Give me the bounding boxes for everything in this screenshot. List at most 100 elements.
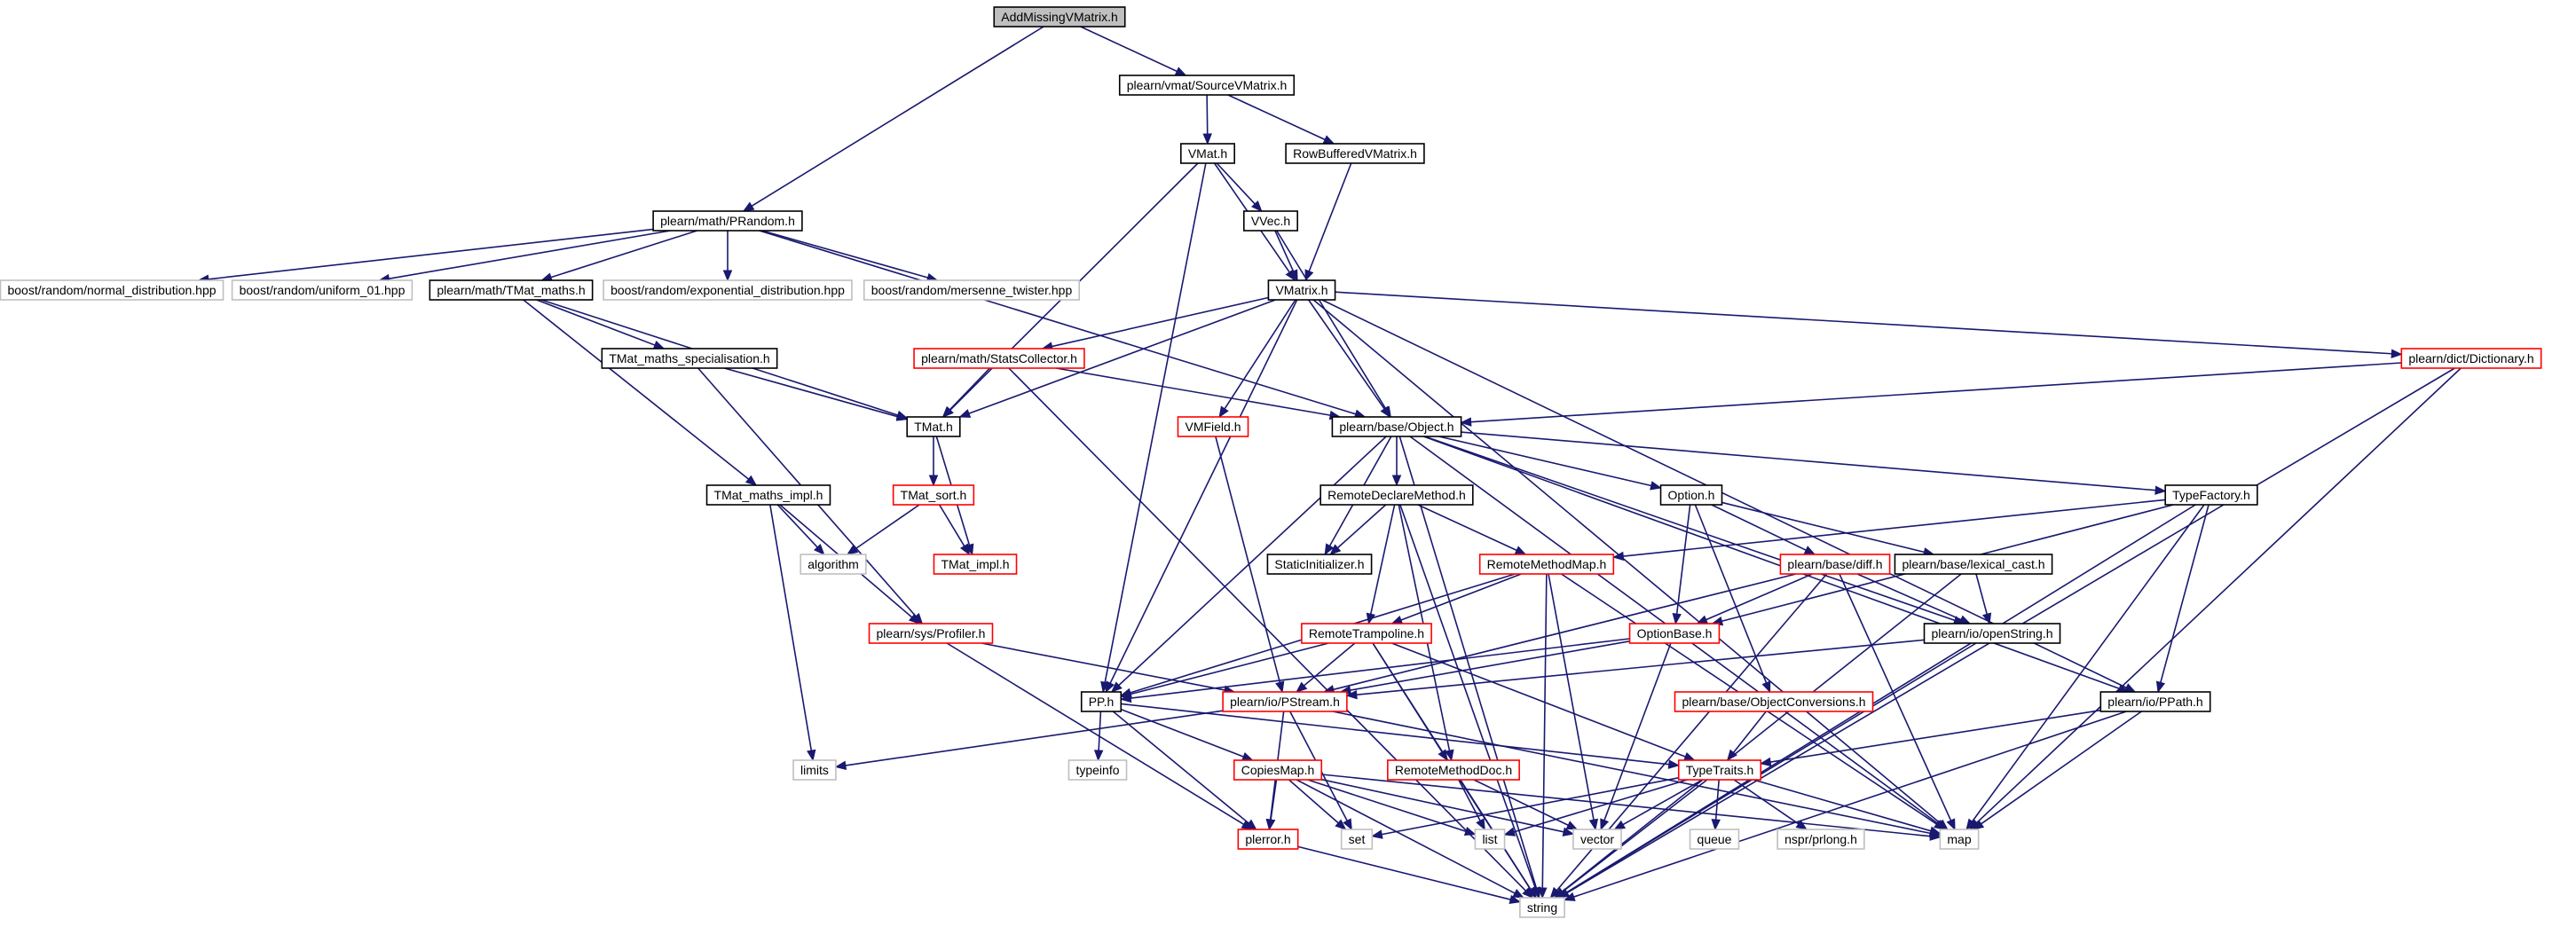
edge-option-to-objconv	[1694, 504, 1771, 694]
node-box	[1776, 829, 1865, 850]
node-box	[1779, 554, 1891, 575]
node-box	[1478, 554, 1615, 575]
node-tmat[interactable]: TMat.h	[906, 416, 961, 437]
edge-ppath-to-string	[1563, 711, 2127, 901]
node-algorithm: algorithm	[800, 554, 867, 575]
node-vmat[interactable]: VMat.h	[1180, 143, 1235, 164]
edge-vmatrix-to-tmat	[958, 299, 1276, 418]
node-box	[913, 348, 1085, 369]
node-label: OptionBase.h	[1637, 626, 1713, 640]
node-label: TypeTraits.h	[1686, 763, 1754, 777]
node-label: set	[1349, 832, 1366, 846]
node-list: list	[1474, 829, 1506, 850]
edge-typetraits-to-queue	[1711, 779, 1721, 831]
edge-tmat_spec-to-tmat	[724, 367, 909, 421]
node-remotetrampoline[interactable]: RemoteTrampoline.h	[1301, 623, 1432, 644]
edge-remotemethodmap-to-string	[1538, 573, 1548, 900]
node-box	[429, 279, 594, 301]
node-label: nspr/prlong.h	[1784, 832, 1857, 846]
node-optionbase[interactable]: OptionBase.h	[1628, 623, 1721, 644]
node-label: plearn/math/TMat_maths.h	[437, 283, 585, 297]
node-box	[1519, 897, 1565, 918]
node-objconv[interactable]: plearn/base/ObjectConversions.h	[1674, 691, 1874, 712]
node-object[interactable]: plearn/base/Object.h	[1331, 416, 1462, 437]
node-staticinit[interactable]: StaticInitializer.h	[1266, 554, 1373, 575]
edge-objconv-to-typetraits	[1726, 711, 1767, 762]
node-ppath[interactable]: plearn/io/PPath.h	[2099, 691, 2211, 712]
node-profiler[interactable]: plearn/sys/Profiler.h	[868, 623, 994, 644]
edge-option-to-diff	[1711, 504, 1816, 555]
node-box	[1180, 143, 1235, 164]
node-statscollector[interactable]: plearn/math/StatsCollector.h	[913, 348, 1085, 369]
edge-diff-to-map	[1839, 573, 1956, 831]
node-vector: vector	[1572, 829, 1622, 850]
node-sourcevmatrix[interactable]: plearn/vmat/SourceVMatrix.h	[1118, 75, 1296, 96]
node-box	[2400, 348, 2542, 369]
node-vmatrix[interactable]: VMatrix.h	[1267, 279, 1336, 301]
edge-object-to-pp	[1110, 436, 1387, 693]
node-box	[1222, 691, 1348, 712]
edge-diff-to-optionbase	[1696, 573, 1813, 625]
node-normal_dist: boost/random/normal_distribution.hpp	[0, 279, 225, 301]
node-box	[1267, 279, 1336, 301]
edge-dictionary-to-object	[1460, 362, 2402, 427]
node-typeinfo: typeinfo	[1067, 759, 1128, 781]
node-box	[1331, 416, 1462, 437]
node-rowbuffered[interactable]: RowBufferedVMatrix.h	[1285, 143, 1425, 164]
node-box	[603, 279, 853, 301]
node-option[interactable]: Option.h	[1659, 484, 1723, 506]
node-box	[892, 484, 975, 506]
edge-pp-to-plerror	[1112, 711, 1257, 830]
node-box	[1301, 623, 1432, 644]
node-queue: queue	[1689, 829, 1740, 850]
node-tmat_spec[interactable]: TMat_maths_specialisation.h	[601, 348, 778, 369]
node-addmissing[interactable]: AddMissingVMatrix.h	[993, 6, 1126, 27]
node-dictionary[interactable]: plearn/dict/Dictionary.h	[2400, 348, 2542, 369]
node-typefactory[interactable]: TypeFactory.h	[2164, 484, 2258, 506]
node-prandom[interactable]: plearn/math/PRandom.h	[652, 210, 803, 232]
node-box	[652, 210, 803, 232]
edge-copiesmap-to-string	[1296, 779, 1525, 899]
node-map: map	[1939, 829, 1980, 850]
node-box	[1628, 623, 1721, 644]
node-box	[933, 554, 1018, 575]
node-label: VMField.h	[1185, 420, 1241, 434]
node-lexicalcast[interactable]: plearn/base/lexical_cast.h	[1894, 554, 2053, 575]
node-box	[2164, 484, 2258, 506]
node-label: Option.h	[1668, 488, 1715, 502]
edge-pstream-to-limits	[834, 710, 1224, 771]
node-label: plearn/vmat/SourceVMatrix.h	[1127, 78, 1288, 92]
node-tmat_sort[interactable]: TMat_sort.h	[892, 484, 975, 506]
node-diff[interactable]: plearn/base/diff.h	[1779, 554, 1891, 575]
node-label: string	[1527, 900, 1557, 915]
edge-vmatrix-to-dictionary	[1335, 291, 2403, 358]
edge-prandom-to-tmat_maths	[540, 230, 697, 282]
node-openstring[interactable]: plearn/io/openString.h	[1923, 623, 2061, 644]
node-label: algorithm	[807, 557, 859, 571]
node-remotedeclare[interactable]: RemoteDeclareMethod.h	[1320, 484, 1474, 506]
node-tmat_impl[interactable]: TMat_impl.h	[933, 554, 1018, 575]
node-box	[1233, 759, 1323, 781]
edge-diff-to-openstring	[1856, 573, 1972, 625]
node-box	[1677, 759, 1762, 781]
node-label: plerror.h	[1245, 832, 1290, 846]
node-box	[1474, 829, 1506, 850]
edge-vmatrix-to-vmfield	[1218, 299, 1296, 419]
node-label: plearn/math/StatsCollector.h	[921, 351, 1077, 365]
edge-pp-to-typetraits	[1121, 703, 1681, 769]
node-vvec[interactable]: VVec.h	[1243, 210, 1298, 232]
node-tmat_maths[interactable]: plearn/math/TMat_maths.h	[429, 279, 594, 301]
node-typetraits[interactable]: TypeTraits.h	[1677, 759, 1762, 781]
node-remotemethodmap[interactable]: RemoteMethodMap.h	[1478, 554, 1615, 575]
node-pstream[interactable]: plearn/io/PStream.h	[1222, 691, 1348, 712]
node-tmat_impl_maths[interactable]: TMat_maths_impl.h	[705, 484, 831, 506]
node-plerror[interactable]: plerror.h	[1237, 829, 1299, 850]
node-remotemethoddoc[interactable]: RemoteMethodDoc.h	[1387, 759, 1520, 781]
node-pp[interactable]: PP.h	[1080, 691, 1123, 712]
node-label: plearn/base/Object.h	[1339, 420, 1453, 434]
edge-plerror-to-string	[1297, 845, 1522, 905]
edge-typetraits-to-string	[1554, 779, 1708, 899]
node-copiesmap[interactable]: CopiesMap.h	[1233, 759, 1323, 781]
node-vmfield[interactable]: VMField.h	[1177, 416, 1249, 437]
edge-remotemethodmap-to-vector	[1548, 573, 1599, 831]
